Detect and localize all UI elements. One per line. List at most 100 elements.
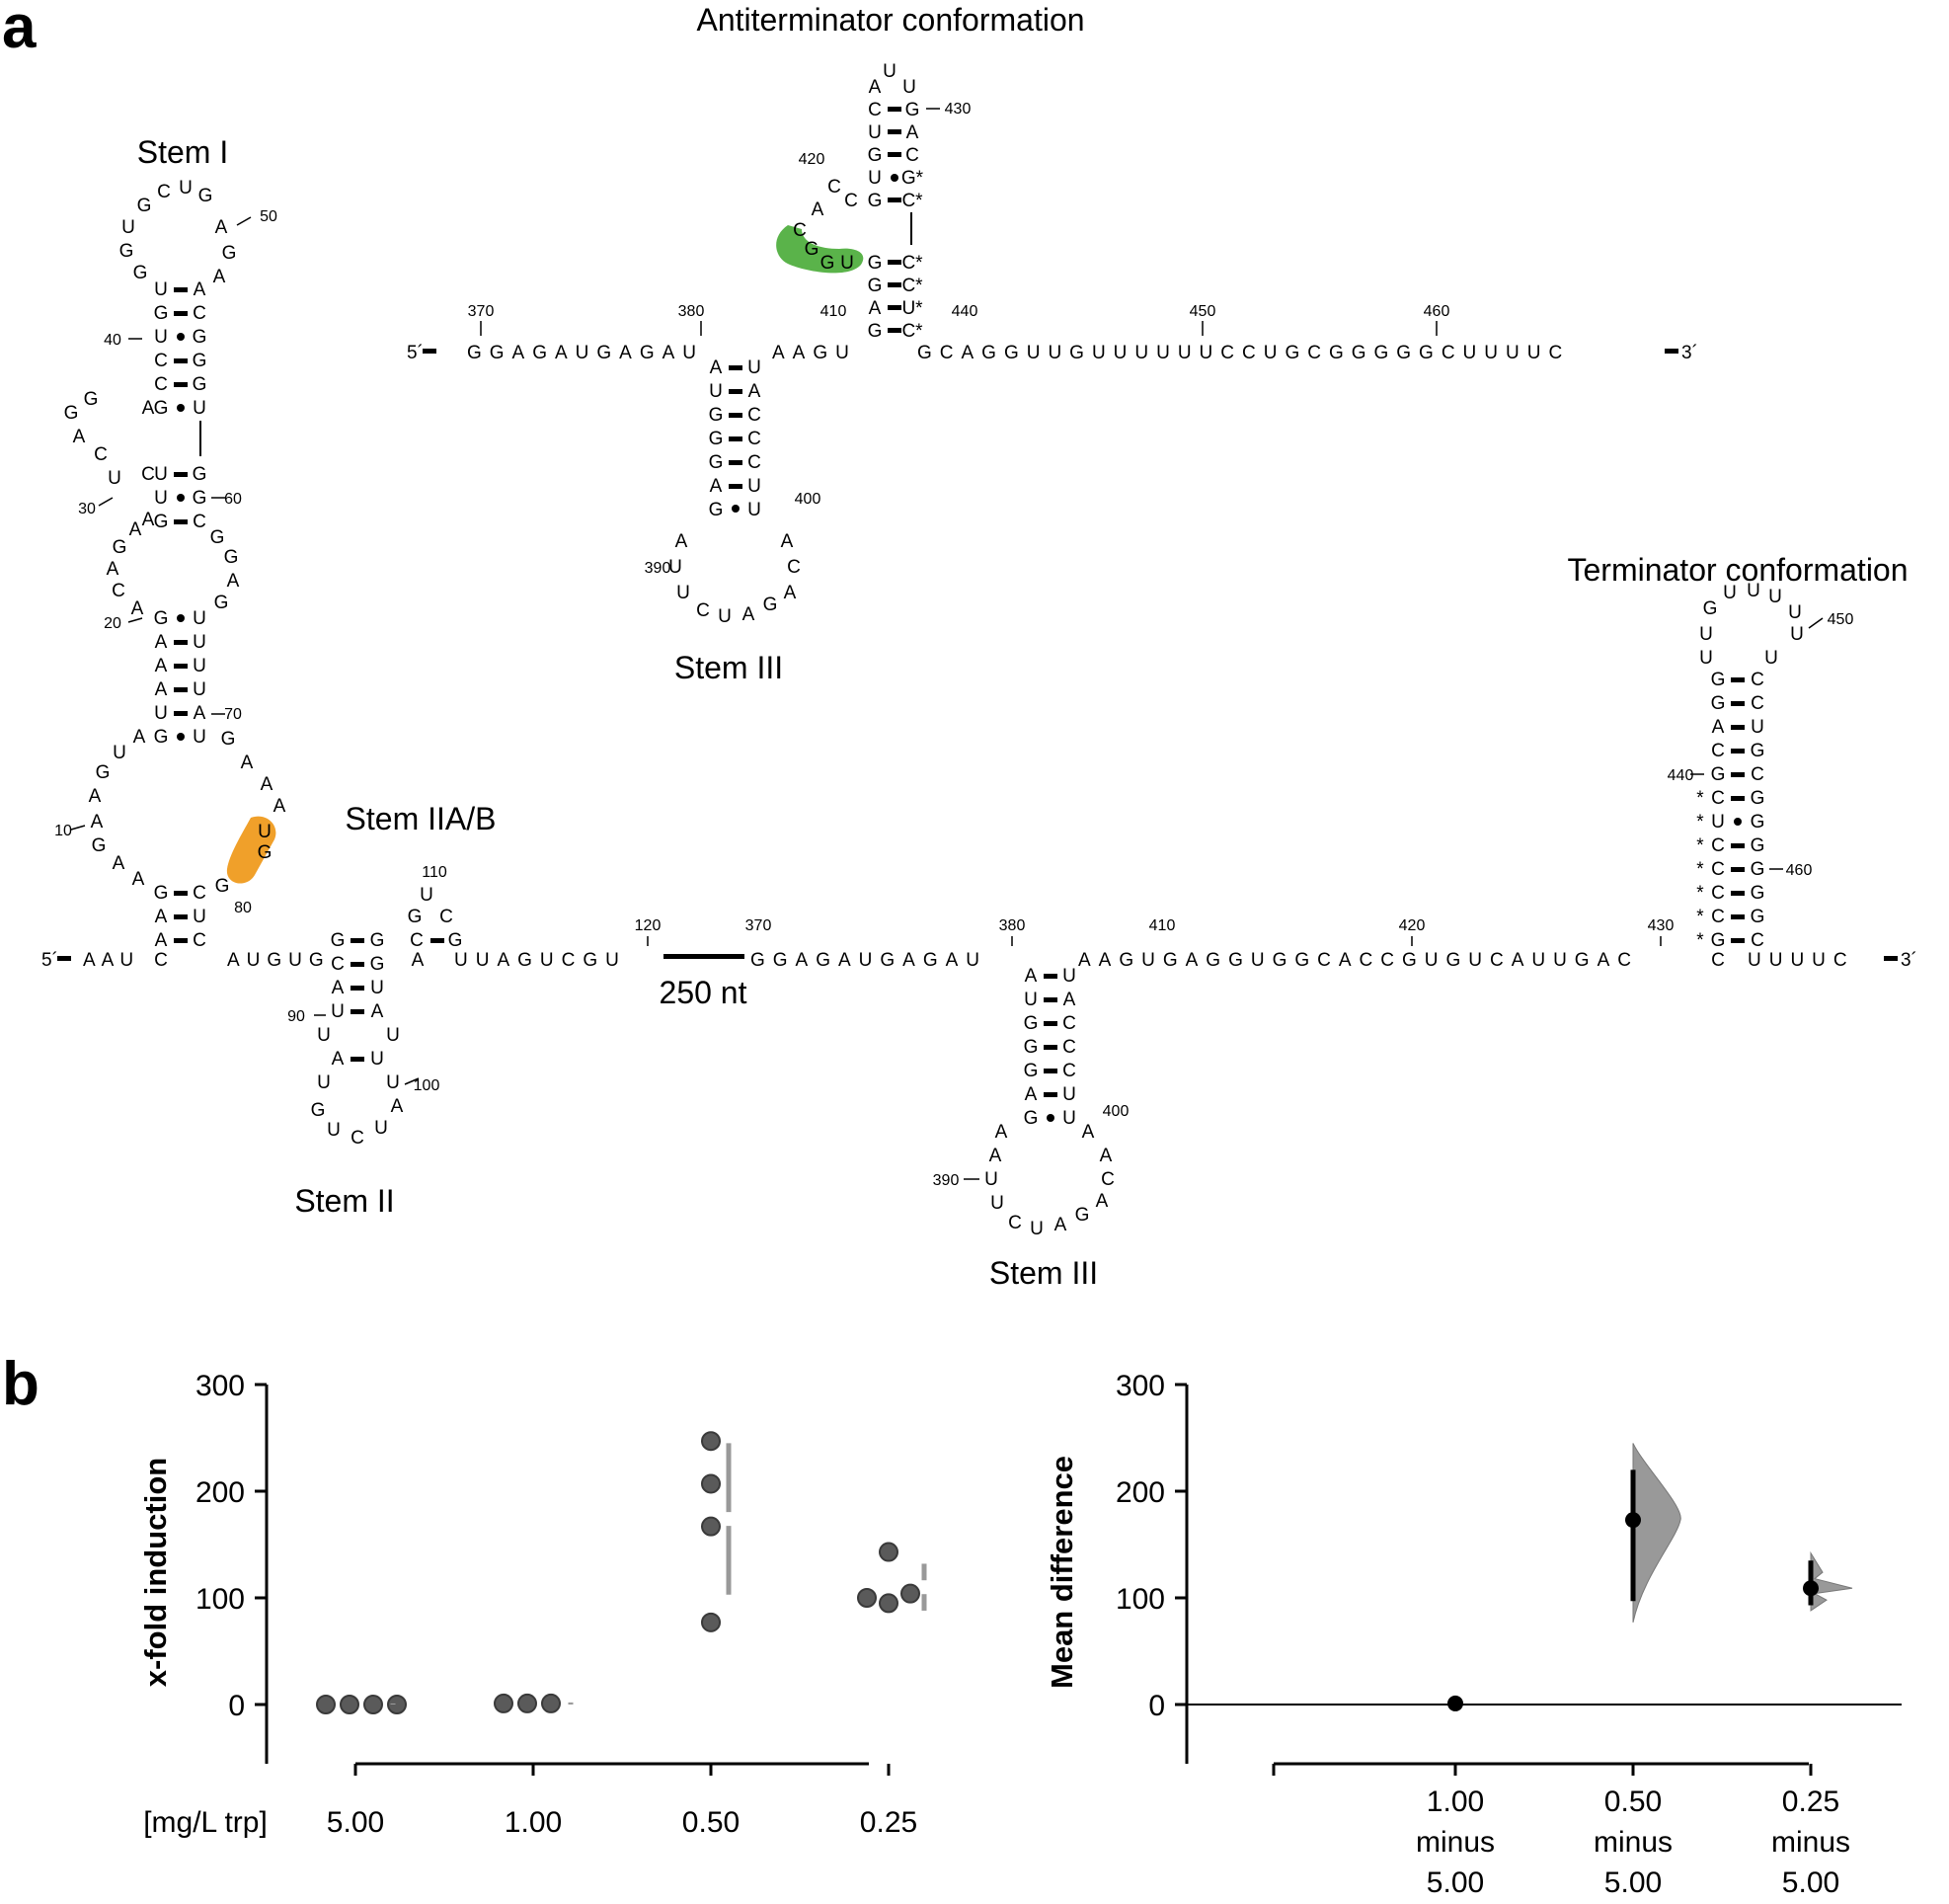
svg-text:GGAGAUGAGAU: GGAGAUGAGAU bbox=[750, 950, 987, 971]
svg-text:U: U bbox=[840, 253, 854, 274]
svg-text:C: C bbox=[410, 930, 424, 951]
svg-text:C: C bbox=[193, 512, 206, 532]
svg-text:C: C bbox=[154, 374, 168, 395]
svg-text:A: A bbox=[332, 978, 345, 998]
svg-text:G: G bbox=[154, 608, 169, 629]
svg-text:A: A bbox=[155, 679, 168, 700]
svg-text:G: G bbox=[96, 762, 111, 783]
svg-text:C: C bbox=[747, 405, 761, 426]
svg-text:U: U bbox=[868, 122, 882, 143]
svg-text:C*: C* bbox=[901, 321, 923, 342]
svg-text:U: U bbox=[984, 1169, 998, 1190]
svg-text:A: A bbox=[710, 357, 723, 378]
svg-text:G: G bbox=[805, 239, 819, 260]
svg-text:C: C bbox=[112, 581, 125, 601]
svg-text:U: U bbox=[317, 1072, 331, 1093]
svg-text:C: C bbox=[905, 145, 919, 166]
svg-text:G: G bbox=[137, 196, 152, 216]
svg-text:G: G bbox=[1711, 693, 1726, 714]
svg-text:G: G bbox=[331, 930, 346, 951]
svg-text:C: C bbox=[1751, 670, 1764, 690]
left-y-tick-label: 0 bbox=[228, 1690, 245, 1722]
right-x-tick-label: 5.00 bbox=[1604, 1866, 1662, 1899]
svg-text:A: A bbox=[1025, 966, 1038, 987]
svg-text:C: C bbox=[1751, 930, 1764, 951]
svg-text:U: U bbox=[747, 357, 761, 378]
svg-text:430: 430 bbox=[945, 101, 972, 118]
svg-text:A: A bbox=[675, 531, 688, 552]
svg-text:A: A bbox=[73, 427, 86, 447]
svg-text:U: U bbox=[676, 583, 690, 603]
svg-text:G: G bbox=[311, 1100, 326, 1121]
svg-text:380: 380 bbox=[999, 917, 1026, 934]
svg-text:460: 460 bbox=[1424, 303, 1450, 320]
svg-text:G: G bbox=[193, 488, 207, 509]
svg-text:U: U bbox=[1062, 1084, 1076, 1105]
svg-text:AAGU: AAGU bbox=[772, 343, 857, 363]
svg-text:G: G bbox=[1075, 1205, 1090, 1226]
svg-text:U: U bbox=[370, 978, 384, 998]
svg-text:GCAGGUUGUUUUUUCCUGCGGGGGCUUUUC: GCAGGUUGUUUUUUCCUGCGGGGGCUUUUC bbox=[917, 343, 1570, 363]
svg-text:G: G bbox=[214, 593, 229, 613]
svg-text:U: U bbox=[386, 1025, 400, 1046]
svg-text:*: * bbox=[1696, 788, 1704, 809]
svg-text:U: U bbox=[1751, 717, 1764, 738]
data-point bbox=[701, 1516, 721, 1537]
svg-text:G: G bbox=[1711, 670, 1726, 690]
svg-text:450: 450 bbox=[1190, 303, 1216, 320]
svg-text:U: U bbox=[1764, 648, 1778, 669]
svg-text:A: A bbox=[113, 853, 125, 874]
svg-text:G*: G* bbox=[901, 168, 924, 189]
svg-text:430: 430 bbox=[1648, 917, 1675, 934]
data-point bbox=[701, 1473, 721, 1494]
orange-highlight bbox=[226, 816, 276, 884]
svg-text:G: G bbox=[1751, 812, 1765, 833]
svg-text:*: * bbox=[1696, 859, 1704, 880]
svg-text:U: U bbox=[990, 1193, 1004, 1214]
left-y-tick-label: 300 bbox=[195, 1370, 245, 1402]
right-x-tick-label: 0.50 bbox=[1604, 1785, 1662, 1818]
left-x-tick-label: 5.00 bbox=[327, 1806, 384, 1839]
svg-text:60: 60 bbox=[224, 491, 242, 508]
right-x-tick-label: minus bbox=[1416, 1826, 1495, 1859]
svg-text:A: A bbox=[215, 217, 228, 238]
svg-text:U: U bbox=[1699, 624, 1713, 645]
svg-text:U*: U* bbox=[901, 298, 923, 319]
right-x-tick-label: minus bbox=[1594, 1826, 1673, 1859]
svg-text:70: 70 bbox=[224, 706, 242, 723]
svg-text:G: G bbox=[905, 100, 920, 120]
svg-text:C: C bbox=[844, 191, 858, 211]
svg-text:G: G bbox=[258, 842, 273, 863]
svg-text:G: G bbox=[868, 276, 883, 296]
svg-text:A: A bbox=[989, 1146, 1002, 1166]
svg-text:A: A bbox=[133, 727, 146, 748]
data-point bbox=[340, 1695, 359, 1714]
data-point bbox=[387, 1695, 407, 1714]
data-point bbox=[494, 1693, 513, 1713]
svg-text:A: A bbox=[194, 703, 206, 724]
svg-text:U: U bbox=[1790, 624, 1804, 645]
svg-text:A: A bbox=[412, 950, 425, 971]
svg-text:G: G bbox=[868, 253, 883, 274]
svg-text:G: G bbox=[868, 145, 883, 166]
svg-text:G: G bbox=[113, 537, 127, 558]
right-y-tick-label: 300 bbox=[1116, 1370, 1165, 1402]
svg-text:U: U bbox=[1062, 966, 1076, 987]
svg-text:G: G bbox=[193, 327, 207, 348]
svg-text:U: U bbox=[327, 1120, 341, 1141]
svg-text:10: 10 bbox=[54, 823, 72, 839]
svg-text:A: A bbox=[906, 122, 919, 143]
left-x-axis-label: [mg/L trp] bbox=[143, 1806, 268, 1839]
svg-text:C*: C* bbox=[901, 191, 923, 211]
svg-text:A: A bbox=[742, 604, 755, 625]
right-x-tick-label: 0.25 bbox=[1782, 1785, 1839, 1818]
svg-text:C: C bbox=[747, 429, 761, 449]
svg-text:G: G bbox=[210, 527, 225, 548]
svg-text:U: U bbox=[747, 476, 761, 497]
svg-text:U: U bbox=[747, 500, 761, 520]
svg-text:410: 410 bbox=[820, 303, 847, 320]
svg-text:C: C bbox=[1711, 950, 1725, 971]
svg-text:30: 30 bbox=[78, 501, 96, 517]
svg-text:AUGUG: AUGUG bbox=[227, 950, 331, 971]
svg-text:G: G bbox=[1024, 1108, 1039, 1129]
